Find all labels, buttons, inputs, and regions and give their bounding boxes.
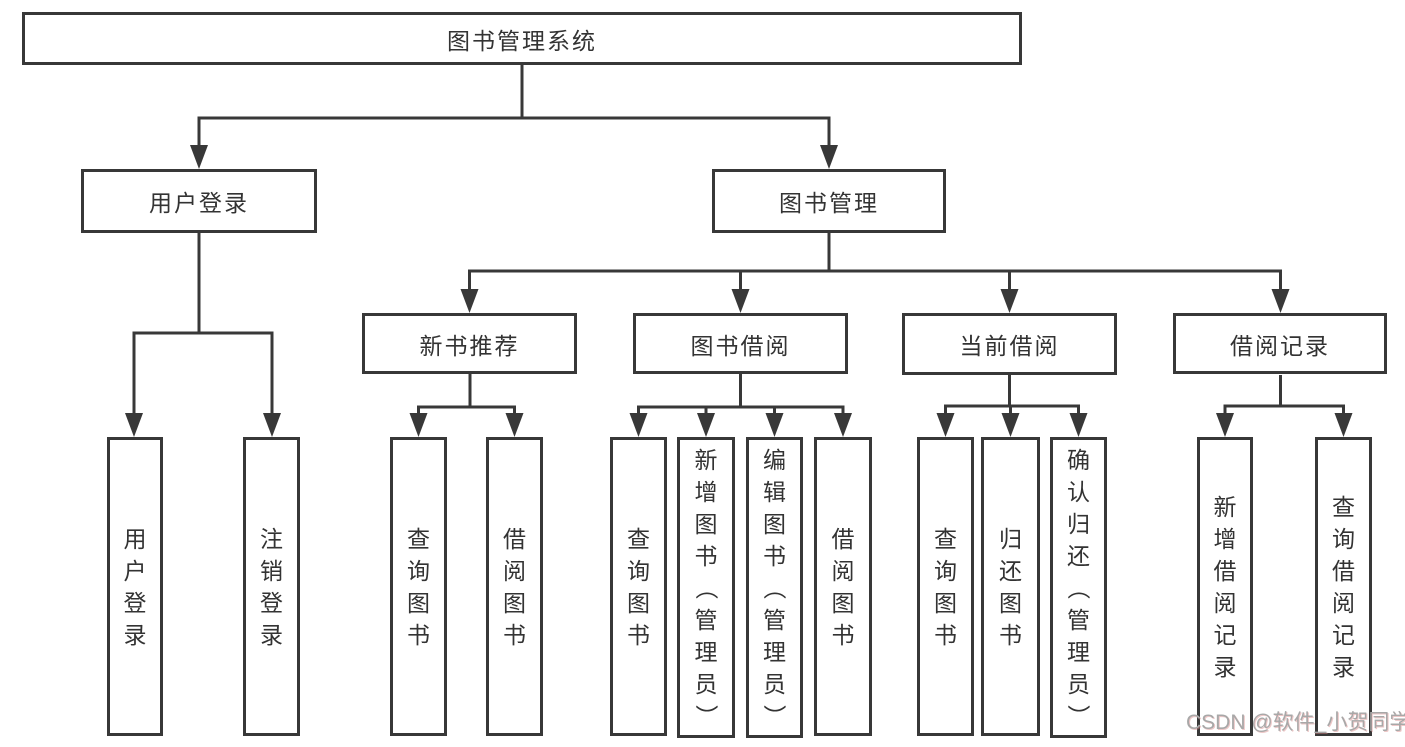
- connector-root-to-level2: [190, 65, 838, 169]
- connector-current-borrow-children: [936, 375, 1088, 437]
- leaf-add-books-admin: 新增图书（管理员）: [677, 437, 735, 738]
- leaf-add-borrow-record: 新增借阅记录: [1197, 437, 1253, 736]
- connector-borrow-records-children: [1216, 375, 1353, 437]
- leaf-confirm-return-admin: 确认归还（管理员）: [1050, 437, 1107, 738]
- leaf-query-books-recommend: 查询图书: [390, 437, 447, 736]
- leaf-user-login: 用户登录: [107, 437, 163, 736]
- node-book-borrow: 图书借阅: [633, 313, 848, 374]
- leaf-query-borrow-record: 查询借阅记录: [1315, 437, 1372, 736]
- leaf-borrow-books: 借阅图书: [814, 437, 872, 736]
- leaf-query-books-borrow: 查询图书: [610, 437, 667, 736]
- leaf-borrow-books-recommend: 借阅图书: [486, 437, 543, 736]
- node-borrow-records: 借阅记录: [1173, 313, 1387, 374]
- connector-book-borrow-children: [629, 374, 852, 437]
- leaf-return-books: 归还图书: [981, 437, 1040, 736]
- leaf-edit-books-admin: 编辑图书（管理员）: [746, 437, 803, 738]
- connector-user-login-children: [125, 233, 281, 437]
- node-current-borrow: 当前借阅: [902, 313, 1117, 375]
- connector-new-book-children: [409, 374, 524, 437]
- node-user-login: 用户登录: [81, 169, 317, 233]
- node-root-system: 图书管理系统: [22, 12, 1022, 65]
- connector-book-management-children: [460, 233, 1290, 313]
- leaf-logout: 注销登录: [243, 437, 300, 736]
- csdn-watermark: CSDN @软件_小贺同学: [1186, 711, 1405, 734]
- leaf-query-books-current: 查询图书: [917, 437, 974, 736]
- node-new-book-recommend: 新书推荐: [362, 313, 577, 374]
- node-book-management: 图书管理: [712, 169, 946, 233]
